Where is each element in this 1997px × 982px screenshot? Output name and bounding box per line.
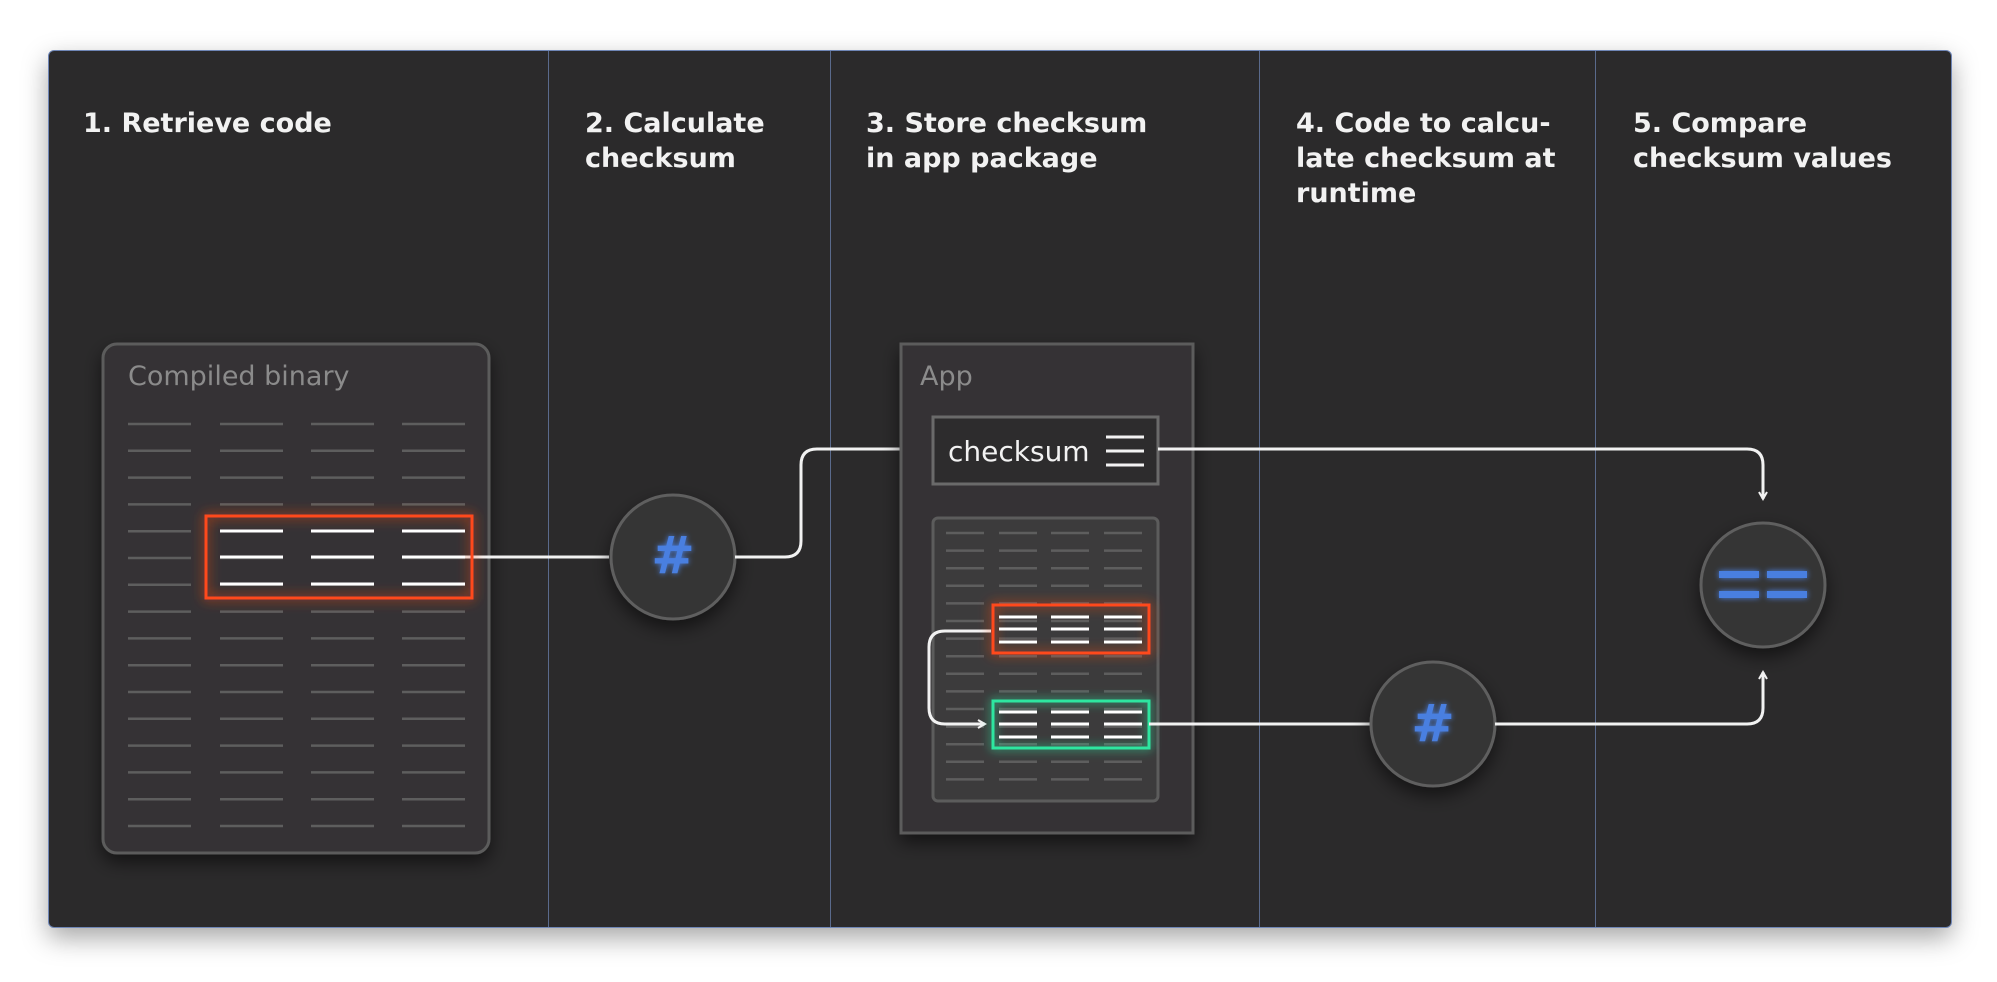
step-1-title: 1. Retrieve code [83, 108, 332, 139]
runtime-hash-node: # [1369, 660, 1497, 788]
checksum-label: checksum [948, 435, 1090, 468]
app-code-lines [946, 531, 1142, 781]
hash-icon: # [651, 526, 695, 586]
hash-icon: # [1411, 694, 1455, 754]
compare-node: == [1699, 521, 1827, 649]
compiled-binary-label: Compiled binary [128, 361, 350, 392]
checksum-value-icon [1106, 435, 1144, 467]
hash-calculator-node: # [609, 493, 737, 621]
stored-checksum-box: checksum [931, 415, 1160, 486]
app-code-highlight [991, 603, 1151, 655]
arrow-hash-to-checksum [735, 449, 923, 559]
arrow-hash-to-compare [1495, 672, 1763, 726]
column-divider [548, 51, 549, 927]
arrow-runtime-loop [927, 629, 991, 724]
column-divider [1259, 51, 1260, 927]
app-package-card: App checksum [899, 342, 1195, 835]
equals-icon [1719, 571, 1807, 598]
arrow-checksum-to-compare [1158, 447, 1763, 499]
column-divider [1595, 51, 1596, 927]
app-code-block [931, 516, 1160, 803]
app-label: App [920, 361, 973, 392]
checksum-flow-diagram: Compiled binary # App checksum [101, 342, 1827, 855]
binary-code-highlight [204, 514, 474, 600]
column-divider [830, 51, 831, 927]
